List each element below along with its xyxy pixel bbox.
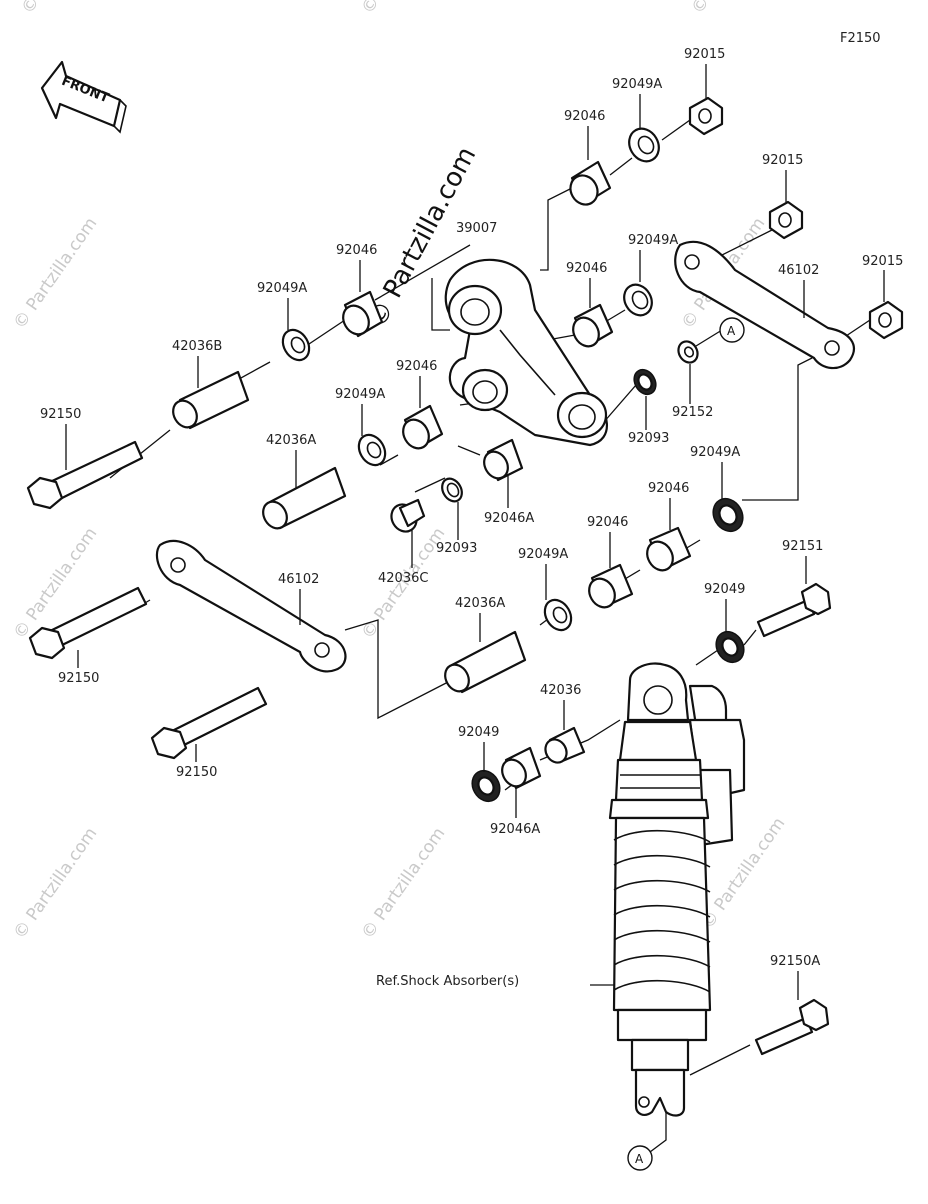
tie-rod-46102-left: [155, 539, 347, 673]
washer-icon: [281, 127, 745, 803]
part-label: 46102: [778, 263, 819, 278]
part-label: 92046: [564, 109, 605, 124]
figure-code: F2150: [840, 31, 881, 46]
part-label: 42036B: [172, 339, 222, 354]
part-label: 92152: [672, 405, 713, 420]
part-label: 92049: [704, 582, 745, 597]
part-label: 92015: [862, 254, 903, 269]
label-leaders: [65, 64, 885, 1000]
bolt-icon: [26, 440, 832, 1056]
part-label: 92093: [436, 541, 477, 556]
part-label: 92015: [684, 47, 725, 62]
reference-circle-a: A A: [627, 317, 745, 1171]
part-label: 92049A: [518, 547, 568, 562]
part-label: 42036C: [378, 571, 428, 586]
part-label: 92151: [782, 539, 823, 554]
part-label: 92046: [566, 261, 607, 276]
part-label: 92049A: [612, 77, 662, 92]
watermark: © Partzilla.com: [358, 824, 450, 943]
assembly-lines: [109, 119, 871, 1153]
part-label: 39007: [456, 221, 497, 236]
part-label: 42036A: [455, 596, 505, 611]
part-label: 92046A: [484, 511, 534, 526]
part-label: 92049A: [257, 281, 307, 296]
part-label: 92093: [628, 431, 669, 446]
rocker-arm-39007: [444, 258, 608, 447]
part-label: 42036A: [266, 433, 316, 448]
watermark: © Partzilla.com: [18, 0, 110, 18]
watermark: © Partzilla.com: [358, 0, 450, 18]
part-label: 92150: [58, 671, 99, 686]
part-label: 92150: [40, 407, 81, 422]
part-label: 42036: [540, 683, 581, 698]
shock-reference-label: Ref.Shock Absorber(s): [376, 974, 519, 989]
svg-text:A: A: [727, 324, 736, 338]
bearing-icon: [342, 160, 692, 790]
part-label: 92049: [458, 725, 499, 740]
part-label: 92046: [336, 243, 377, 258]
sleeve-icon: [172, 370, 527, 694]
part-label: 92046A: [490, 822, 540, 837]
nut-icon: [688, 96, 904, 340]
watermark: © Partzilla.com: [10, 824, 102, 943]
shock-absorber: [608, 662, 746, 1117]
part-labels: 92015 92049A 92046 92015 92015 39007 920…: [40, 47, 903, 969]
svg-text:A: A: [635, 1152, 644, 1166]
part-label: 92049A: [335, 387, 385, 402]
part-label: 92015: [762, 153, 803, 168]
part-label: 92046: [396, 359, 437, 374]
part-label: 92150: [176, 765, 217, 780]
watermark: © Partzilla.com: [10, 214, 102, 333]
part-label: 92150A: [770, 954, 820, 969]
part-label: 92049A: [628, 233, 678, 248]
front-arrow-icon: FRONT: [40, 60, 127, 134]
tie-rod-46102-right: [674, 240, 855, 370]
part-label: 92046: [648, 481, 689, 496]
watermark: © Partzilla.com: [688, 0, 780, 18]
part-label: 46102: [278, 572, 319, 587]
part-label: 92046: [587, 515, 628, 530]
part-label: 92049A: [690, 445, 740, 460]
